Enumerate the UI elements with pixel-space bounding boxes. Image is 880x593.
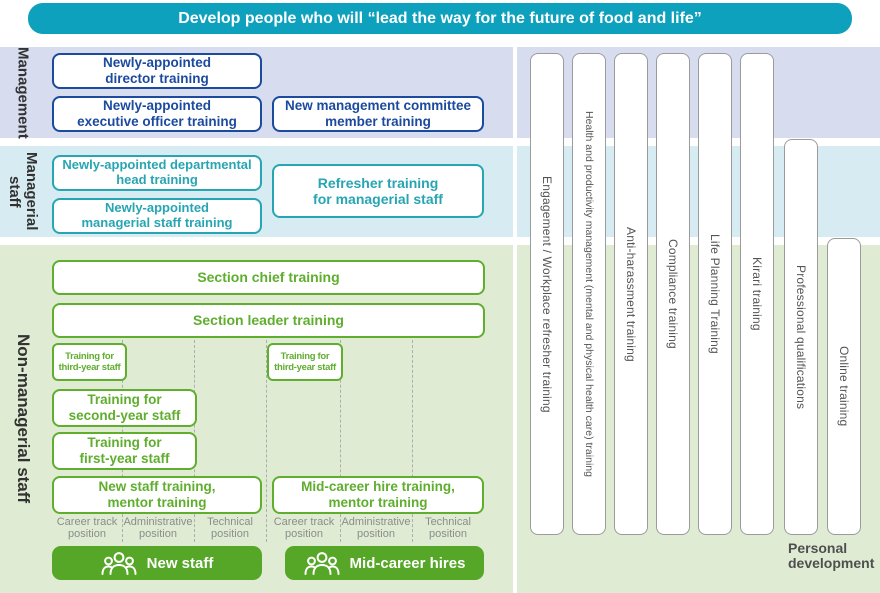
training-box-third-year-right: Training for third-year staff	[267, 343, 343, 381]
position-label-technical-mid: Technical position	[425, 515, 471, 540]
training-box-new-management-committee-member: New management committee member training	[272, 96, 484, 132]
bar-professional-qualifications: Professional qualifications	[784, 139, 818, 535]
training-box-first-year: Training for first-year staff	[52, 432, 197, 470]
training-box-section-chief: Section chief training	[52, 260, 485, 295]
bar-kirari: Kirari training	[740, 53, 774, 535]
training-box-refresher-managerial-staff: Refresher training for managerial staff	[272, 164, 484, 218]
position-label-career-track-mid: Career track position	[273, 515, 335, 540]
position-label-career-track-new: Career track position	[56, 515, 118, 540]
row-label-management: Management	[14, 46, 32, 139]
position-label-administrative-new: Administrative position	[123, 515, 193, 540]
diagram-title: Develop people who will “lead the way fo…	[178, 9, 702, 27]
position-label-technical-new: Technical position	[207, 515, 253, 540]
new-staff-label: New staff	[146, 554, 214, 572]
bar-health-productivity-management: Health and productivity management (ment…	[572, 53, 606, 535]
bar-anti-harassment: Anti-harassment training	[614, 53, 648, 535]
row-label-non-managerial-staff: Non-managerial staff	[14, 334, 33, 504]
training-box-departmental-head: Newly-appointed departmental head traini…	[52, 155, 262, 191]
bar-label: Professional qualifications	[794, 264, 808, 410]
row-label-managerial-staff: Managerial staff	[6, 152, 40, 231]
bar-online-training: Online training	[827, 238, 861, 535]
diagram-title-banner: Develop people who will “lead the way fo…	[28, 3, 852, 34]
bar-label: Kirari training	[750, 257, 764, 331]
bar-compliance: Compliance training	[656, 53, 690, 535]
bar-label: Life Planning Training	[708, 234, 722, 354]
mid-career-hires-label: Mid-career hires	[349, 554, 466, 572]
people-group-icon	[101, 551, 137, 575]
mid-career-hires-group-box: Mid-career hires	[285, 546, 484, 580]
training-box-newly-appointed-executive-officer: Newly-appointed executive officer traini…	[52, 96, 262, 132]
people-group-icon	[304, 551, 340, 575]
bar-label: Engagement / Workplace refresher trainin…	[540, 175, 554, 413]
training-box-mid-career-mentor: Mid-career hire training, mentor trainin…	[272, 476, 484, 514]
bar-engagement-workplace-refresher: Engagement / Workplace refresher trainin…	[530, 53, 564, 535]
bar-label: Compliance training	[666, 239, 680, 349]
column-divider	[266, 340, 267, 542]
bar-life-planning: Life Planning Training	[698, 53, 732, 535]
training-box-second-year: Training for second-year staff	[52, 389, 197, 427]
column-divider	[340, 340, 341, 542]
bar-label: Anti-harassment training	[624, 226, 638, 362]
column-divider	[412, 340, 413, 542]
bar-label: Online training	[837, 346, 851, 427]
training-box-new-staff-mentor: New staff training, mentor training	[52, 476, 262, 514]
bar-label: Health and productivity management (ment…	[583, 111, 595, 477]
training-box-newly-appointed-managerial-staff: Newly-appointed managerial staff trainin…	[52, 198, 262, 234]
personal-development-label: Personal development	[788, 540, 875, 572]
new-staff-group-box: New staff	[52, 546, 262, 580]
training-box-third-year-left: Training for third-year staff	[52, 343, 127, 381]
training-box-newly-appointed-director: Newly-appointed director training	[52, 53, 262, 89]
position-label-administrative-mid: Administrative position	[341, 515, 411, 540]
training-box-section-leader: Section leader training	[52, 303, 485, 338]
